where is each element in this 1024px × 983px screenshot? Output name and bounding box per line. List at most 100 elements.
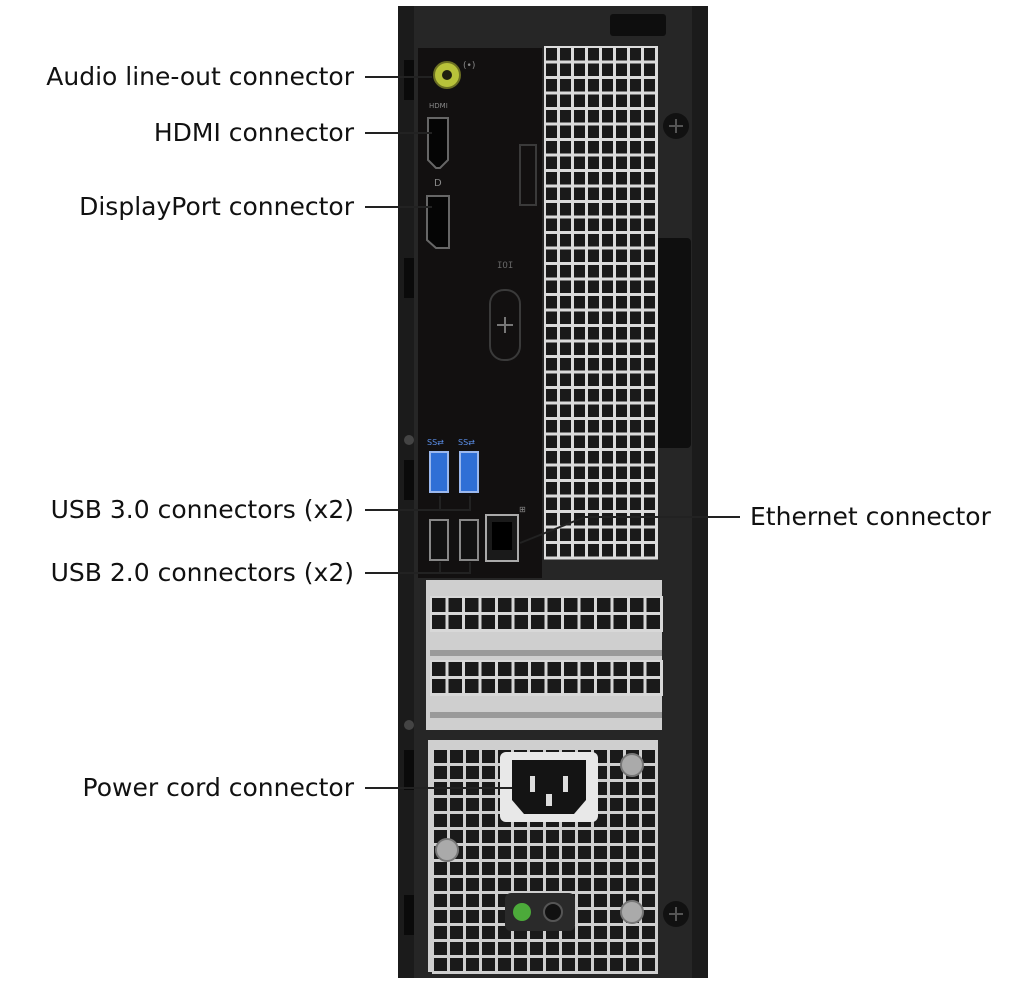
vent-hole <box>644 63 655 76</box>
vent-hole <box>450 766 463 779</box>
vent-hole <box>482 958 495 971</box>
vent-hole <box>560 466 571 479</box>
vent-hole <box>602 342 613 355</box>
vent-hole <box>630 48 641 61</box>
vent-hole <box>498 958 511 971</box>
vent-hole <box>626 798 639 811</box>
vent-hole <box>465 662 479 676</box>
vent-hole <box>644 265 655 278</box>
vent-hole <box>630 311 641 324</box>
vent-hole <box>531 679 545 693</box>
vent-hole <box>644 497 655 510</box>
vent-hole <box>610 910 623 923</box>
vent-hole <box>616 466 627 479</box>
vent-hole <box>626 942 639 955</box>
vent-hole <box>560 451 571 464</box>
vent-hole <box>482 878 495 891</box>
vent-hole <box>498 615 512 629</box>
vent-hole <box>546 846 559 859</box>
vent-hole <box>434 926 447 939</box>
vent-hole <box>450 750 463 763</box>
vent-hole <box>644 172 655 185</box>
vent-hole <box>574 249 585 262</box>
vent-hole <box>588 110 599 123</box>
vent-hole <box>616 451 627 464</box>
vent-hole <box>560 311 571 324</box>
vent-hole <box>630 342 641 355</box>
svg-text:SS⇄: SS⇄ <box>427 438 444 447</box>
vent-hole <box>450 942 463 955</box>
vent-hole <box>588 48 599 61</box>
vent-hole <box>514 846 527 859</box>
vent-hole <box>588 497 599 510</box>
vent-hole <box>448 615 462 629</box>
vent-hole <box>616 358 627 371</box>
vent-hole <box>602 48 613 61</box>
vent-hole <box>560 187 571 200</box>
vent-hole <box>597 615 611 629</box>
vent-hole <box>564 679 578 693</box>
vent-hole <box>602 296 613 309</box>
vent-hole <box>546 482 557 495</box>
label-usb30: USB 3.0 connectors (x2) <box>50 495 354 524</box>
vent-hole <box>574 48 585 61</box>
vent-hole <box>588 311 599 324</box>
vent-hole <box>466 958 479 971</box>
vent-hole <box>574 94 585 107</box>
vent-hole <box>466 926 479 939</box>
vent-hole <box>465 598 479 612</box>
vent-hole <box>578 910 591 923</box>
vent-hole <box>498 862 511 875</box>
vent-hole <box>514 598 528 612</box>
edge-dot <box>404 435 414 445</box>
vent-hole <box>574 63 585 76</box>
vent-hole <box>588 218 599 231</box>
vent-hole <box>560 94 571 107</box>
vent-hole <box>630 79 641 92</box>
vent-hole <box>574 156 585 169</box>
hdmi-port-icon: HDMI <box>427 102 449 169</box>
vent-hole <box>560 404 571 417</box>
vent-hole <box>434 862 447 875</box>
vent-hole <box>498 878 511 891</box>
vent-hole <box>564 662 578 676</box>
vent-hole <box>560 125 571 138</box>
vent-hole <box>616 342 627 355</box>
vent-hole <box>574 218 585 231</box>
vent-hole <box>432 679 446 693</box>
vent-hole <box>546 513 557 526</box>
vent-hole <box>546 203 557 216</box>
vent-hole <box>630 544 641 557</box>
vent-hole <box>630 327 641 340</box>
vent-hole <box>626 878 639 891</box>
vent-hole <box>560 63 571 76</box>
vent-hole <box>588 342 599 355</box>
vent-hole <box>610 766 623 779</box>
vent-hole <box>630 404 641 417</box>
vent-hole <box>466 798 479 811</box>
vent-hole <box>448 598 462 612</box>
vent-hole <box>546 528 557 541</box>
vent-hole <box>616 187 627 200</box>
vent-hole <box>560 110 571 123</box>
vent-hole <box>602 435 613 448</box>
vent-hole <box>594 878 607 891</box>
vent-hole <box>578 846 591 859</box>
vent-hole <box>578 942 591 955</box>
vent-hole <box>466 750 479 763</box>
vent-hole <box>602 79 613 92</box>
vent-hole <box>630 249 641 262</box>
vent-hole <box>514 830 527 843</box>
vent-hole <box>588 466 599 479</box>
vent-hole <box>465 679 479 693</box>
vent-hole <box>574 389 585 402</box>
vent-hole <box>616 327 627 340</box>
vent-hole <box>450 830 463 843</box>
vent-hole <box>588 435 599 448</box>
vent-hole <box>588 544 599 557</box>
vent-hole <box>434 878 447 891</box>
vent-hole <box>465 615 479 629</box>
vent-hole <box>616 265 627 278</box>
vent-hole <box>546 311 557 324</box>
